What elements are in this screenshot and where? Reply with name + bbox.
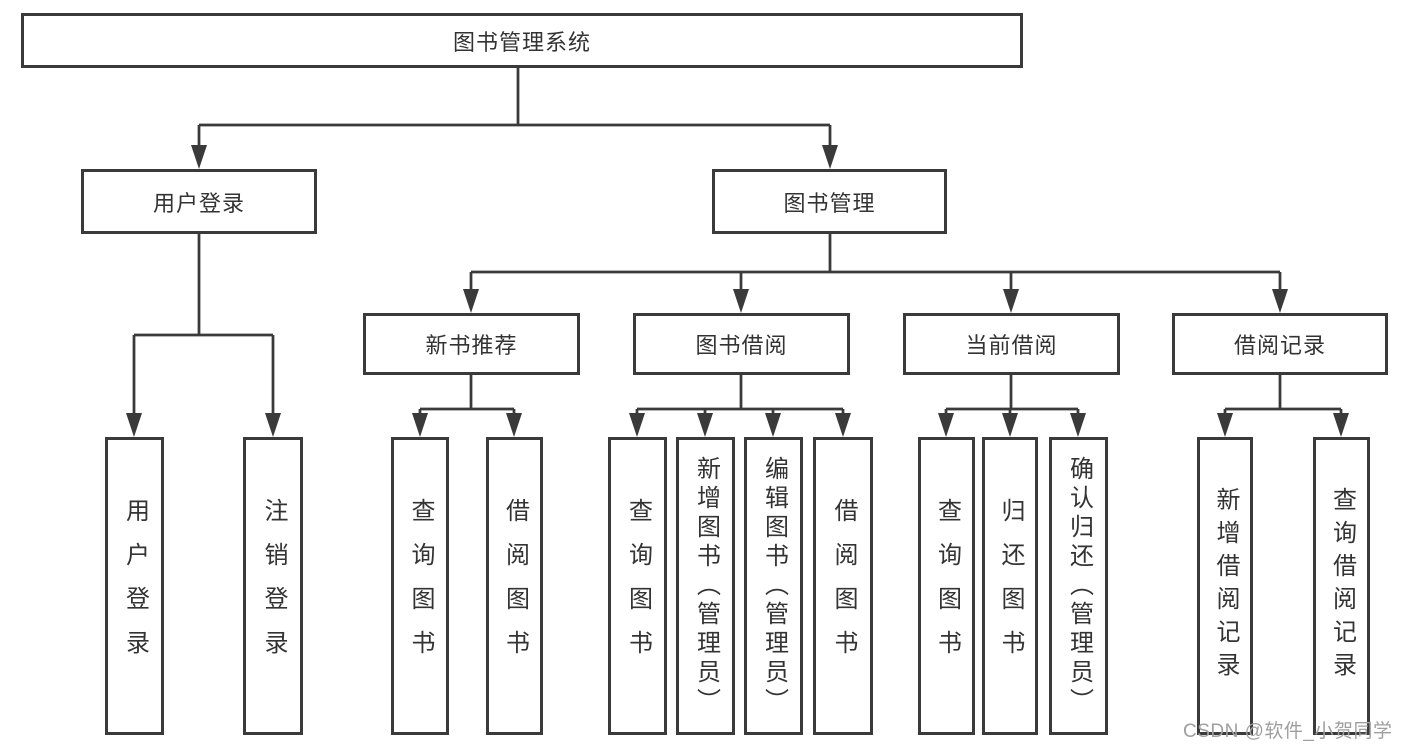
node-book-management-label: 图书管理 <box>783 190 876 216</box>
leaf-borrowing-borrow-books-label: 借阅图书 <box>830 498 857 674</box>
node-root: 图书管理系统 <box>21 13 1023 68</box>
leaf-current-query-books: 查询图书 <box>918 437 975 735</box>
leaf-current-return-books-label: 归还图书 <box>997 498 1024 674</box>
watermark: CSDN @软件_小贺同学 <box>1183 721 1393 742</box>
node-user-login: 用户登录 <box>81 169 317 234</box>
node-new-book-recommend-label: 新书推荐 <box>425 333 518 358</box>
leaf-borrowing-edit-books-admin-label: 编辑图书（管理员） <box>760 455 788 717</box>
leaf-user-login: 用户登录 <box>105 437 164 735</box>
leaf-records-add-record: 新增借阅记录 <box>1197 437 1253 735</box>
leaf-current-confirm-return-admin: 确认归还（管理员） <box>1049 437 1108 735</box>
leaf-recommend-query-books-label: 查询图书 <box>407 498 434 674</box>
leaf-borrowing-add-books-admin-label: 新增图书（管理员） <box>692 455 720 717</box>
node-borrow-records: 借阅记录 <box>1172 313 1388 375</box>
node-current-borrowing-label: 当前借阅 <box>965 333 1058 358</box>
leaf-current-confirm-return-admin-label: 确认归还（管理员） <box>1065 455 1093 717</box>
leaf-logout-label: 注销登录 <box>260 498 287 674</box>
leaf-borrowing-edit-books-admin: 编辑图书（管理员） <box>744 437 803 735</box>
node-new-book-recommend: 新书推荐 <box>363 313 580 375</box>
node-current-borrowing: 当前借阅 <box>903 313 1120 375</box>
leaf-records-query-record-label: 查询借阅记录 <box>1328 487 1356 685</box>
leaf-user-login-label: 用户登录 <box>121 498 149 674</box>
node-borrow-records-label: 借阅记录 <box>1233 333 1326 358</box>
leaf-recommend-borrow-books: 借阅图书 <box>486 437 543 735</box>
arrowheads <box>126 145 1349 437</box>
leaf-recommend-query-books: 查询图书 <box>391 437 449 735</box>
leaf-current-query-books-label: 查询图书 <box>933 498 961 674</box>
leaf-recommend-borrow-books-label: 借阅图书 <box>501 498 529 674</box>
node-root-label: 图书管理系统 <box>452 29 591 55</box>
leaf-borrowing-borrow-books: 借阅图书 <box>813 437 873 735</box>
leaf-current-return-books: 归还图书 <box>982 437 1038 735</box>
leaf-borrowing-query-books-label: 查询图书 <box>624 498 652 674</box>
node-user-login-label: 用户登录 <box>152 190 245 216</box>
leaf-borrowing-add-books-admin: 新增图书（管理员） <box>676 437 735 735</box>
node-book-borrowing-label: 图书借阅 <box>695 333 788 358</box>
leaf-records-add-record-label: 新增借阅记录 <box>1212 487 1239 685</box>
node-book-management: 图书管理 <box>712 169 947 234</box>
node-book-borrowing: 图书借阅 <box>633 313 850 375</box>
leaf-records-query-record: 查询借阅记录 <box>1313 437 1370 735</box>
leaf-borrowing-query-books: 查询图书 <box>608 437 667 735</box>
leaf-logout: 注销登录 <box>243 437 303 735</box>
